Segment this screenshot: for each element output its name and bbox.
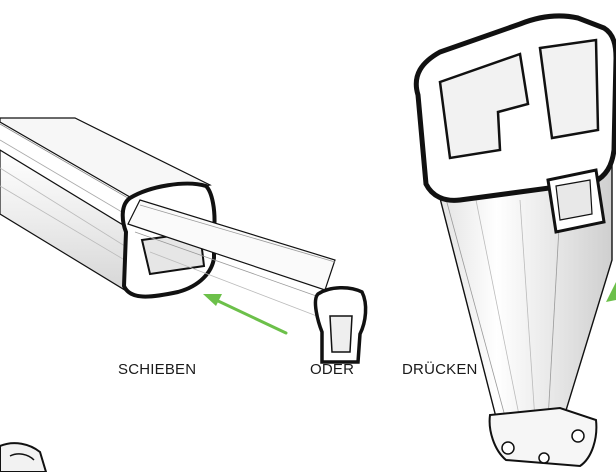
vertical-post — [413, 13, 616, 468]
label-slide: SCHIEBEN — [118, 361, 197, 378]
press-direction-arrow — [606, 282, 616, 302]
label-press: DRÜCKEN — [402, 361, 480, 378]
slide-direction-arrow — [203, 294, 288, 335]
rail-inner-insert — [127, 199, 368, 364]
label-or: ODER — [310, 361, 355, 378]
partial-profile-fragment — [0, 442, 48, 472]
rail-outer-profile — [0, 117, 217, 299]
